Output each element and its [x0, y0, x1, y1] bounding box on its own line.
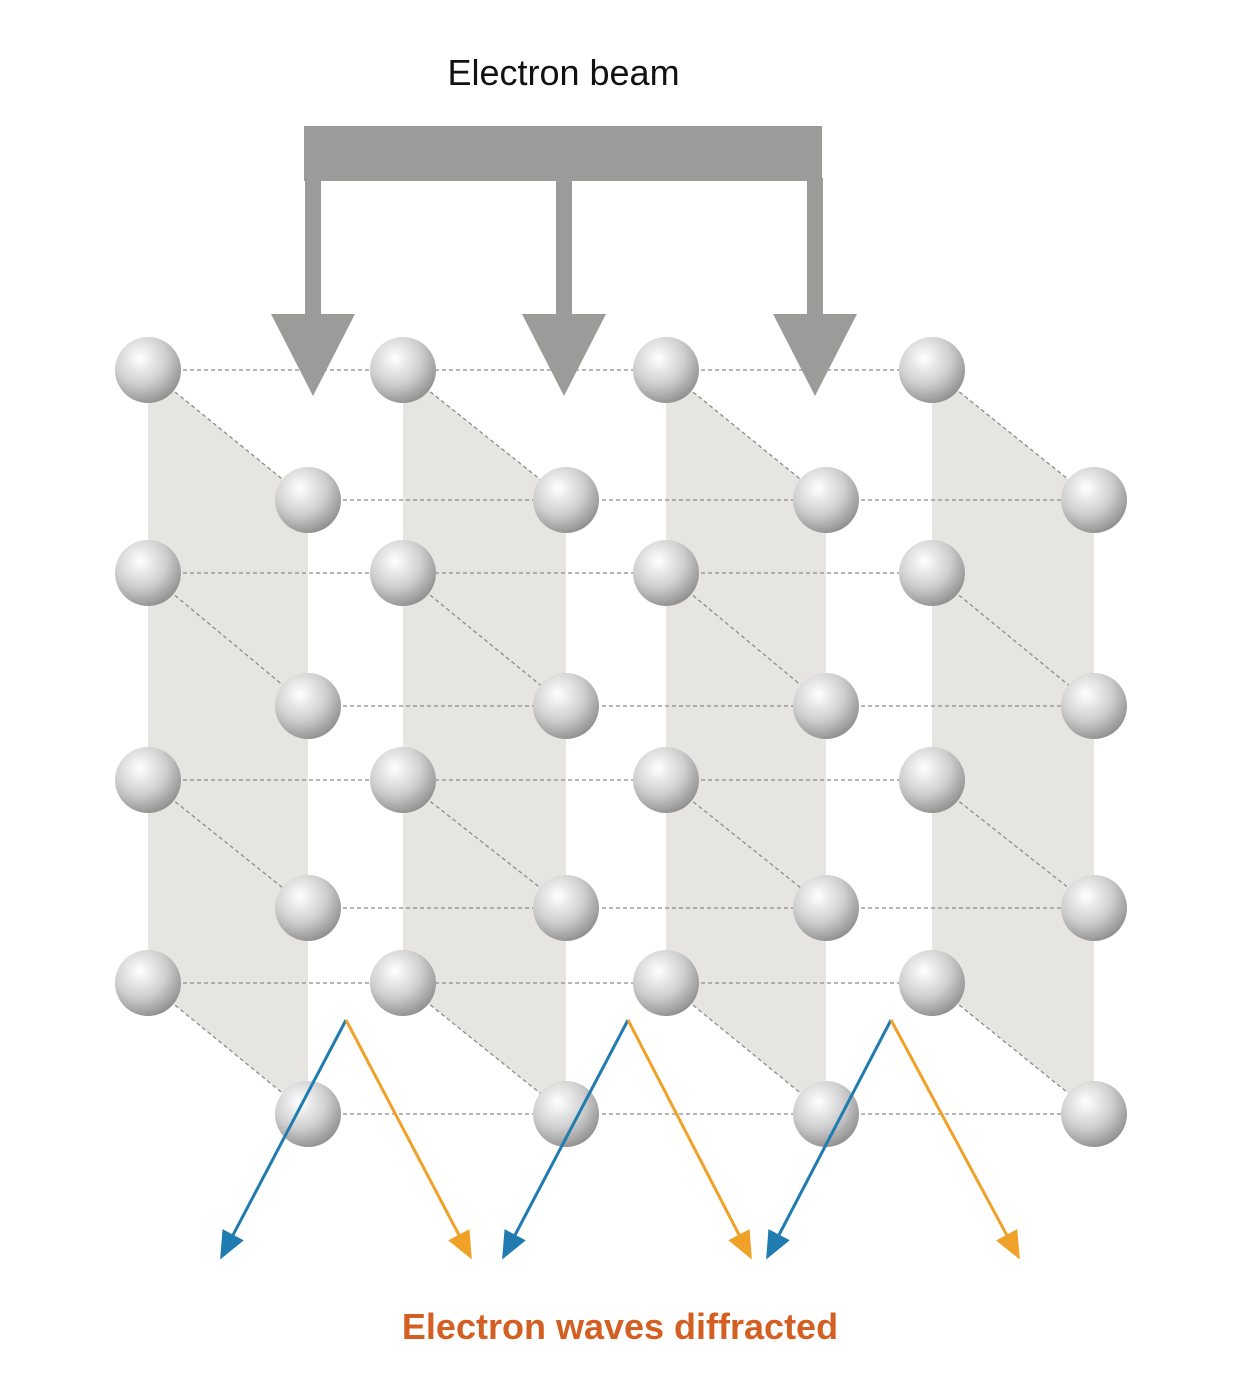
atom-back: [533, 467, 599, 533]
diffracted-ray-blue: [220, 1019, 348, 1257]
diagonal-line: [147, 779, 309, 909]
atom-front: [370, 337, 436, 403]
diffracted-ray-blue: [766, 1019, 893, 1257]
atom-front: [370, 950, 436, 1016]
atom-front: [633, 950, 699, 1016]
atom-back: [275, 875, 341, 941]
atom-front: [899, 337, 965, 403]
diffracted-ray-blue: [502, 1019, 630, 1257]
atom-back: [793, 673, 859, 739]
diagonal-line: [147, 369, 309, 501]
beam-shaft: [305, 178, 321, 318]
diffracted-ray-orange: [344, 1019, 472, 1257]
diffracted-ray-blue-head: [220, 1229, 244, 1260]
diagonal-line: [665, 779, 827, 909]
diffracted-label: Electron waves diffracted: [401, 1306, 839, 1347]
lattice-plane: [666, 370, 826, 1114]
atom-front: [370, 540, 436, 606]
diagonal-line: [402, 572, 567, 707]
atom-back: [1061, 875, 1127, 941]
atom-back: [533, 673, 599, 739]
diffracted-ray-orange: [626, 1019, 752, 1257]
atom-back: [793, 875, 859, 941]
diffracted-ray-orange: [889, 1019, 1020, 1257]
beam-shaft: [556, 178, 572, 318]
atom-back: [1061, 467, 1127, 533]
atom-front: [115, 747, 181, 813]
lattice-plane: [932, 370, 1094, 1114]
atom-front: [633, 747, 699, 813]
atom-front: [899, 950, 965, 1016]
atom-front: [115, 337, 181, 403]
atom-back: [793, 1081, 859, 1147]
beam-arrowhead: [522, 314, 606, 396]
atom-front: [633, 540, 699, 606]
beam-shaft: [807, 178, 823, 318]
diffracted-ray-orange-head: [448, 1229, 472, 1260]
atom-front: [115, 540, 181, 606]
atom-back: [793, 467, 859, 533]
beam-label: Electron beam: [447, 52, 680, 93]
diffracted-ray-blue-head: [502, 1229, 526, 1260]
atom-back: [1061, 1081, 1127, 1147]
atom-back: [275, 467, 341, 533]
electron-beam: [271, 126, 857, 396]
lattice-plane: [403, 370, 566, 1114]
lattice-planes: [148, 370, 1094, 1114]
lattice-lines: [147, 369, 1095, 1115]
beam-bar: [304, 126, 822, 181]
diagonal-line: [665, 369, 827, 501]
beam-arrowhead: [271, 314, 355, 396]
atom-back: [533, 1081, 599, 1147]
atom-back: [1061, 673, 1127, 739]
diffracted-ray-blue-head: [766, 1229, 790, 1260]
atom-front: [633, 337, 699, 403]
atom-front: [899, 747, 965, 813]
atom-front: [115, 950, 181, 1016]
atom-front: [370, 747, 436, 813]
atoms: [115, 337, 1127, 1147]
diffracted-rays: [220, 1019, 1020, 1260]
diffracted-ray-orange-head: [728, 1229, 752, 1260]
beam-arrowhead: [773, 314, 857, 396]
atom-back: [533, 875, 599, 941]
atom-back: [275, 673, 341, 739]
atom-back: [275, 1081, 341, 1147]
diffracted-ray-orange-head: [996, 1229, 1020, 1260]
lattice-plane: [148, 370, 308, 1114]
atom-front: [899, 540, 965, 606]
